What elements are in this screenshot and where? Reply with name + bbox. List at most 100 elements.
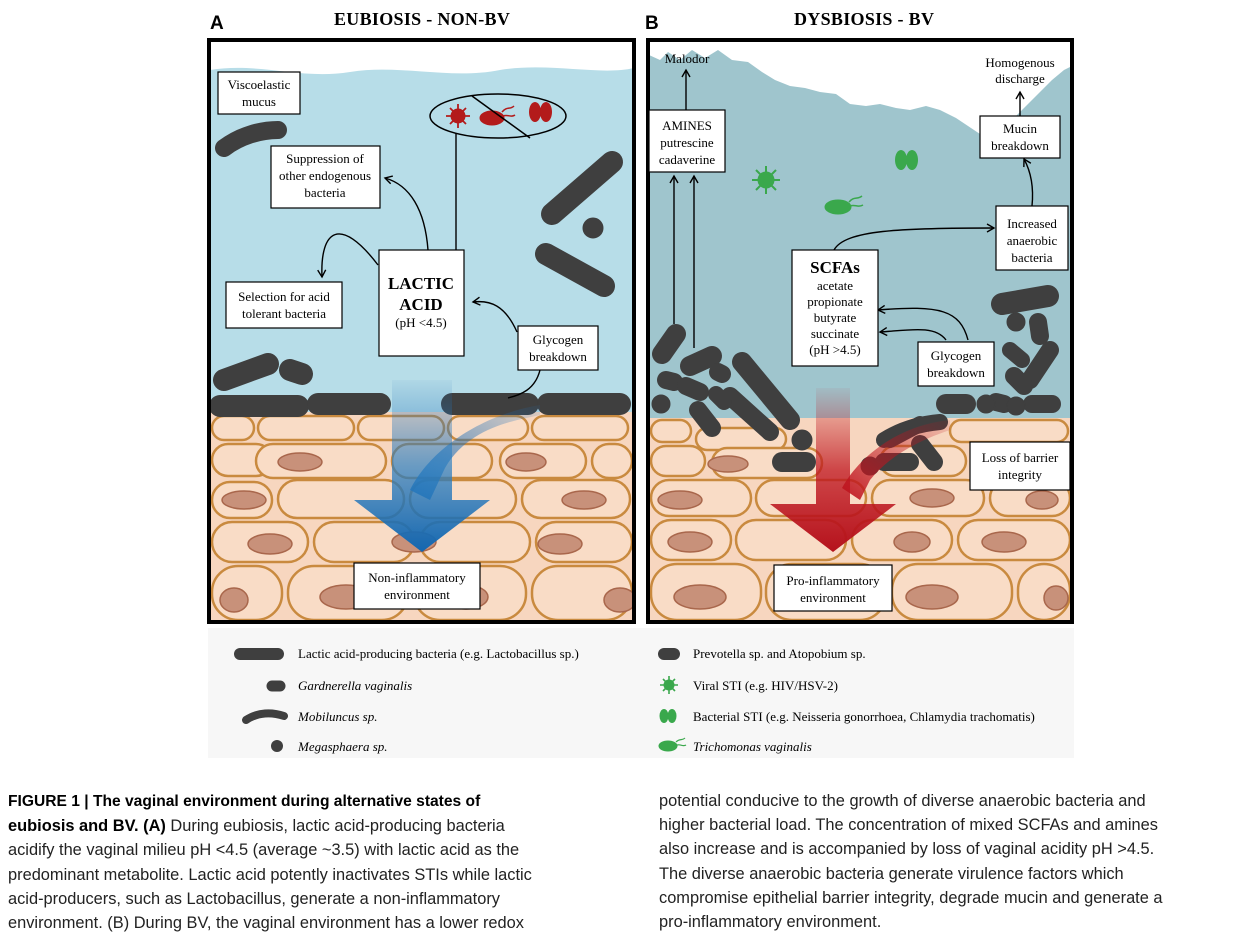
caption-right-line-6: pro-inflammatory environment.	[659, 913, 882, 932]
selection-box	[225, 281, 343, 329]
legend-background	[208, 628, 1074, 758]
red-arrow-down	[770, 388, 896, 552]
bacterial-sti-icon-a	[529, 102, 552, 122]
legend-right-2: Viral STI (e.g. HIV/HSV-2)	[693, 678, 838, 693]
non-inflammatory-label-2: environment	[384, 587, 450, 602]
caption-line-label: FIGURE 1 | The vaginal environment durin…	[8, 789, 608, 814]
legend-left-2: Gardnerella vaginalis	[298, 678, 412, 693]
scfas-title: SCFAs	[810, 258, 860, 277]
panel-b-title: DYSBIOSIS - BV	[794, 9, 935, 29]
amines-label-2: putrescine	[660, 135, 714, 150]
scfas-item-3: butyrate	[814, 310, 857, 325]
mucin-label-1: Mucin	[1003, 121, 1037, 136]
panel-a-title: EUBIOSIS - NON-BV	[334, 9, 511, 29]
glycogen-a-label-1: Glycogen	[533, 332, 584, 347]
caption-right: potential conducive to the growth of div…	[659, 789, 1239, 934]
panel-b-letter: B	[645, 13, 659, 34]
selection-label-1: Selection for acid	[238, 289, 330, 304]
legend-right-4: Trichomonas vaginalis	[693, 739, 812, 754]
suppression-label-2: other endogenous	[279, 168, 371, 183]
caption-left-line-4: acid-producers, such as Lactobacillus, g…	[8, 889, 500, 908]
suppression-box	[270, 145, 381, 209]
malodor-label: Malodor	[665, 51, 710, 66]
suppression-label-3: bacteria	[304, 185, 345, 200]
caption-right-line-1: potential conducive to the growth of div…	[659, 792, 1146, 810]
scfas-item-4: succinate	[811, 326, 860, 341]
selection-label-2: tolerant bacteria	[242, 306, 326, 321]
red-arrow-side	[842, 420, 950, 500]
loss-label-1: Loss of barrier	[982, 450, 1059, 465]
lactic-acid-box	[378, 249, 465, 357]
caption-left-line-3: predominant metabolite. Lactic acid pote…	[8, 865, 532, 884]
lactic-acid-ph: (pH <4.5)	[395, 315, 446, 330]
sti-inactivation-ellipse	[429, 93, 567, 139]
scfas-box	[791, 249, 879, 367]
mucin-label-2: breakdown	[991, 138, 1049, 153]
caption-left: FIGURE 1 | The vaginal environment durin…	[8, 789, 608, 935]
increased-anaerobic-box	[995, 205, 1069, 271]
megasphaera-icon	[271, 740, 283, 752]
lactic-acid-title-2: ACID	[399, 295, 442, 314]
lactobacillus-bacteria-a	[210, 151, 631, 417]
glycogen-b-label-1: Glycogen	[931, 348, 982, 363]
glycogen-box-a	[517, 325, 599, 371]
homogenous-label-1: Homogenous	[985, 55, 1054, 70]
increased-label-2: anaerobic	[1007, 233, 1058, 248]
legend-right-3: Bacterial STI (e.g. Neisseria gonorrhoea…	[693, 709, 1035, 724]
caption-bold-prefix: eubiosis and BV. (A)	[8, 817, 166, 836]
loss-label-2: integrity	[998, 467, 1043, 482]
bacterial-sti-icon-b	[895, 150, 918, 170]
caption-right-line-5: compromise epithelial barrier integrity,…	[659, 888, 1163, 907]
pro-inflammatory-label-1: Pro-inflammatory	[786, 573, 880, 588]
scfas-item-1: acetate	[817, 278, 853, 293]
caption-right-line-4: The diverse anaerobic bacteria generate …	[659, 864, 1124, 883]
viscoelastic-label-1: Viscoelastic	[228, 77, 291, 92]
suppression-label-1: Suppression of	[286, 151, 364, 166]
trichomonas-icon-b	[824, 195, 864, 215]
glycogen-b-label-2: breakdown	[927, 365, 985, 380]
glycogen-a-label-2: breakdown	[529, 349, 587, 364]
virus-icon-b	[752, 166, 780, 194]
loss-barrier-box	[969, 441, 1071, 491]
legend-icons	[234, 648, 687, 752]
scfas-item-2: propionate	[807, 294, 863, 309]
anaerobic-bacteria-b	[651, 285, 1061, 476]
bacterial-sti-icon	[659, 709, 677, 723]
legend-left-4: Megasphaera sp.	[297, 739, 388, 754]
increased-label-3: bacteria	[1011, 250, 1052, 265]
caption-left-line-2: acidify the vaginal milieu pH <4.5 (aver…	[8, 841, 520, 860]
amines-box	[648, 109, 726, 173]
mucin-breakdown-box	[979, 115, 1061, 159]
panel-a-arrows	[317, 132, 541, 399]
legend-right-1: Prevotella sp. and Atopobium sp.	[693, 646, 866, 661]
caption-right-line-2: higher bacterial load. The concentration…	[659, 816, 1158, 835]
viscoelastic-mucus-box	[217, 71, 301, 115]
mobiluncus-curved-a	[215, 121, 287, 157]
legend-left-1: Lactic acid-producing bacteria (e.g. Lac…	[298, 646, 579, 661]
virus-icon	[660, 676, 678, 694]
lactic-acid-title-1: LACTIC	[388, 274, 454, 293]
caption-left-line-5: environment. (B) During BV, the vaginal …	[8, 914, 524, 933]
panel-b-arrows	[669, 68, 1034, 348]
legend-left-3: Mobiluncus sp.	[297, 709, 377, 724]
caption-figure-label: FIGURE 1 | The vaginal environment durin…	[8, 793, 481, 810]
mobiluncus-icon	[242, 709, 288, 724]
amines-label-1: AMINES	[662, 118, 712, 133]
glycogen-box-b	[917, 341, 995, 387]
non-inflammatory-label-1: Non-inflammatory	[368, 570, 466, 585]
pro-inflammatory-label-2: environment	[800, 590, 866, 605]
virus-icon-a	[446, 104, 470, 128]
amines-label-3: cadaverine	[659, 152, 716, 167]
pro-inflammatory-box	[773, 564, 893, 612]
non-inflammatory-box	[353, 562, 481, 610]
caption-left-line-1: eubiosis and BV. (A) During eubiosis, la…	[8, 817, 505, 836]
homogenous-label-2: discharge	[995, 71, 1045, 86]
scfas-item-5: (pH >4.5)	[809, 342, 860, 357]
increased-label-1: Increased	[1007, 216, 1057, 231]
blue-arrow-down	[354, 380, 490, 552]
panel-a-letter: A	[210, 13, 224, 34]
caption-right-line-3: also increase and is accompanied by loss…	[659, 840, 1155, 859]
trichomonas-icon	[658, 737, 687, 752]
viscoelastic-label-2: mucus	[242, 94, 276, 109]
